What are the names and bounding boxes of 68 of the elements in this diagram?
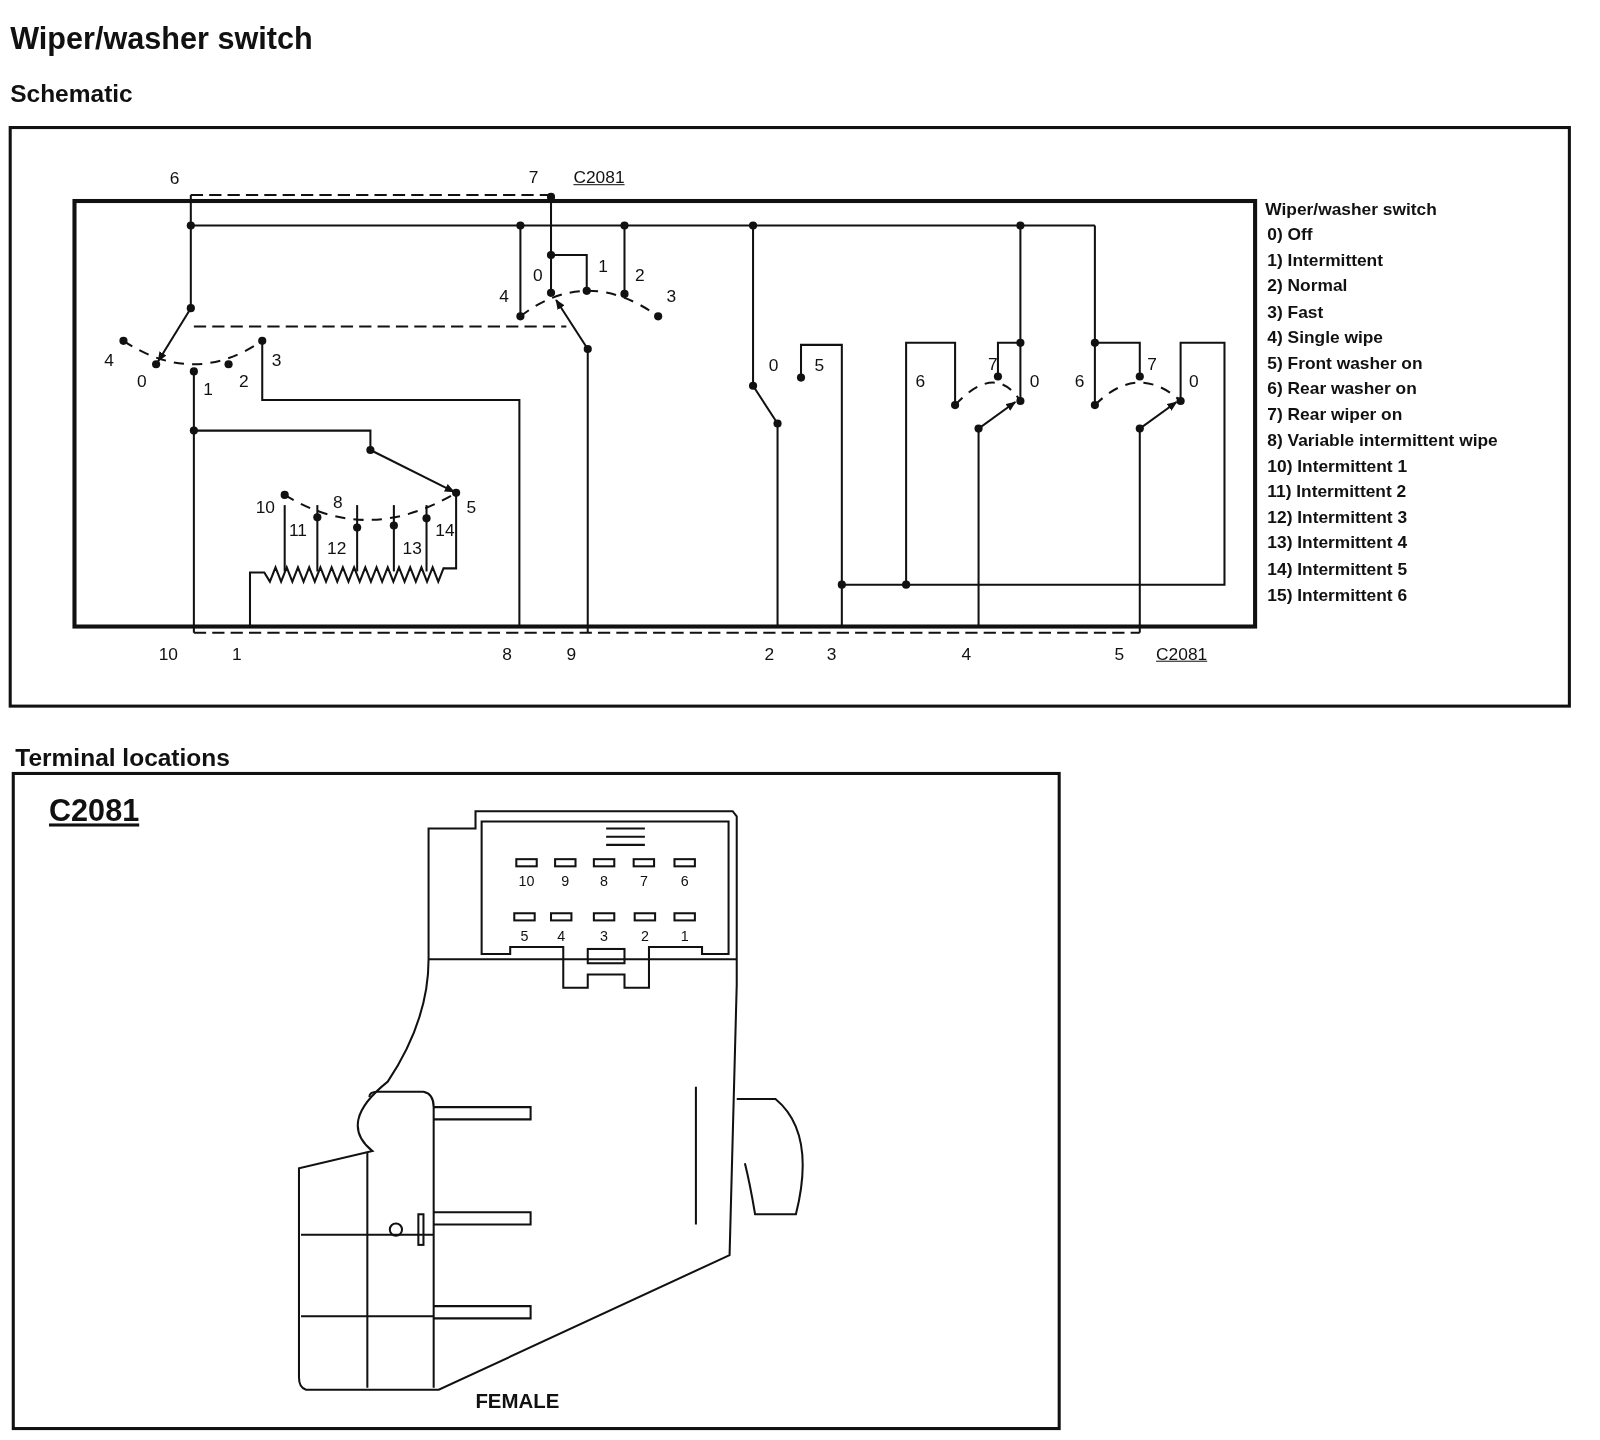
position-number: 10 <box>255 498 275 516</box>
position-number: 0 <box>1029 372 1040 391</box>
position-number: 2 <box>634 266 645 285</box>
position-number: 8 <box>332 493 343 511</box>
position-number: 12 <box>327 539 347 557</box>
position-number: 5 <box>466 498 477 516</box>
page-title: Wiper/washer switch <box>10 23 313 55</box>
section-heading: Schematic <box>10 81 133 107</box>
pin-number: 2 <box>764 645 775 663</box>
position-number: 14 <box>435 521 455 540</box>
position-number: 0 <box>768 356 779 374</box>
pin-number: 4 <box>557 928 566 943</box>
pin-number: 1 <box>680 928 689 943</box>
position-number: 4 <box>104 351 114 369</box>
position-number: 7 <box>988 355 998 373</box>
pin-number: 3 <box>826 645 837 663</box>
pin-number: 1 <box>231 645 242 663</box>
pin-number: 5 <box>520 928 529 943</box>
pin-number: 2 <box>640 928 649 943</box>
position-number: 0 <box>532 266 543 285</box>
legend-entry: 11) Intermittent 2 <box>1267 483 1407 501</box>
legend-entry: 4) Single wipe <box>1267 328 1383 347</box>
pin-number: 9 <box>566 645 577 663</box>
position-number: 3 <box>271 351 282 369</box>
pin-number: 7 <box>639 873 648 888</box>
pin-number: 3 <box>600 928 609 943</box>
legend-entry: 15) Intermittent 6 <box>1267 586 1408 604</box>
pin-number: 9 <box>561 873 570 888</box>
position-number: 6 <box>915 372 926 391</box>
legend-entry: 5) Front washer on <box>1267 354 1423 372</box>
legend-entry: 3) Fast <box>1267 303 1324 321</box>
position-number: 0 <box>1189 372 1199 391</box>
position-number: 2 <box>239 372 249 391</box>
position-number: 1 <box>598 257 608 275</box>
connector-id: C2081 <box>49 795 140 827</box>
legend-entry: 8) Variable intermittent wipe <box>1267 431 1498 450</box>
pin-number: 6 <box>169 169 180 188</box>
pin-number: 5 <box>1114 645 1125 663</box>
pin-number: 8 <box>600 873 609 888</box>
position-number: 7 <box>1147 355 1157 373</box>
position-number: 1 <box>203 381 213 399</box>
legend-entry: 6) Rear washer on <box>1267 380 1417 398</box>
pin-number: 4 <box>961 645 972 663</box>
position-number: 5 <box>814 356 825 374</box>
pin-number: 10 <box>158 645 178 663</box>
connector-id: C2081 <box>1156 645 1208 663</box>
legend-heading: Wiper/washer switch <box>1265 200 1437 218</box>
legend-entry: 10) Intermittent 1 <box>1267 457 1408 475</box>
position-number: 13 <box>402 539 422 557</box>
position-number: 0 <box>137 372 147 391</box>
pin-number: 8 <box>502 645 512 663</box>
legend-entry: 12) Intermittent 3 <box>1267 508 1408 527</box>
legend-entry: 1) Intermittent <box>1267 251 1383 270</box>
legend-entry: 0) Off <box>1267 226 1313 244</box>
position-number: 3 <box>666 287 677 305</box>
connector-id: C2081 <box>573 168 625 187</box>
pin-number: 7 <box>528 168 539 187</box>
legend-entry: 13) Intermittent 4 <box>1267 534 1408 552</box>
position-number: 6 <box>1074 372 1085 391</box>
position-number: 4 <box>499 287 509 305</box>
legend-entry: 7) Rear wiper on <box>1267 406 1403 424</box>
section-heading: Terminal locations <box>15 745 230 771</box>
pin-number: 10 <box>518 873 535 888</box>
connector-type-label: FEMALE <box>475 1390 560 1412</box>
legend-entry: 2) Normal <box>1267 277 1348 295</box>
position-number: 11 <box>288 521 307 540</box>
legend-entry: 14) Intermittent 5 <box>1267 560 1408 578</box>
pin-number: 6 <box>680 873 689 888</box>
